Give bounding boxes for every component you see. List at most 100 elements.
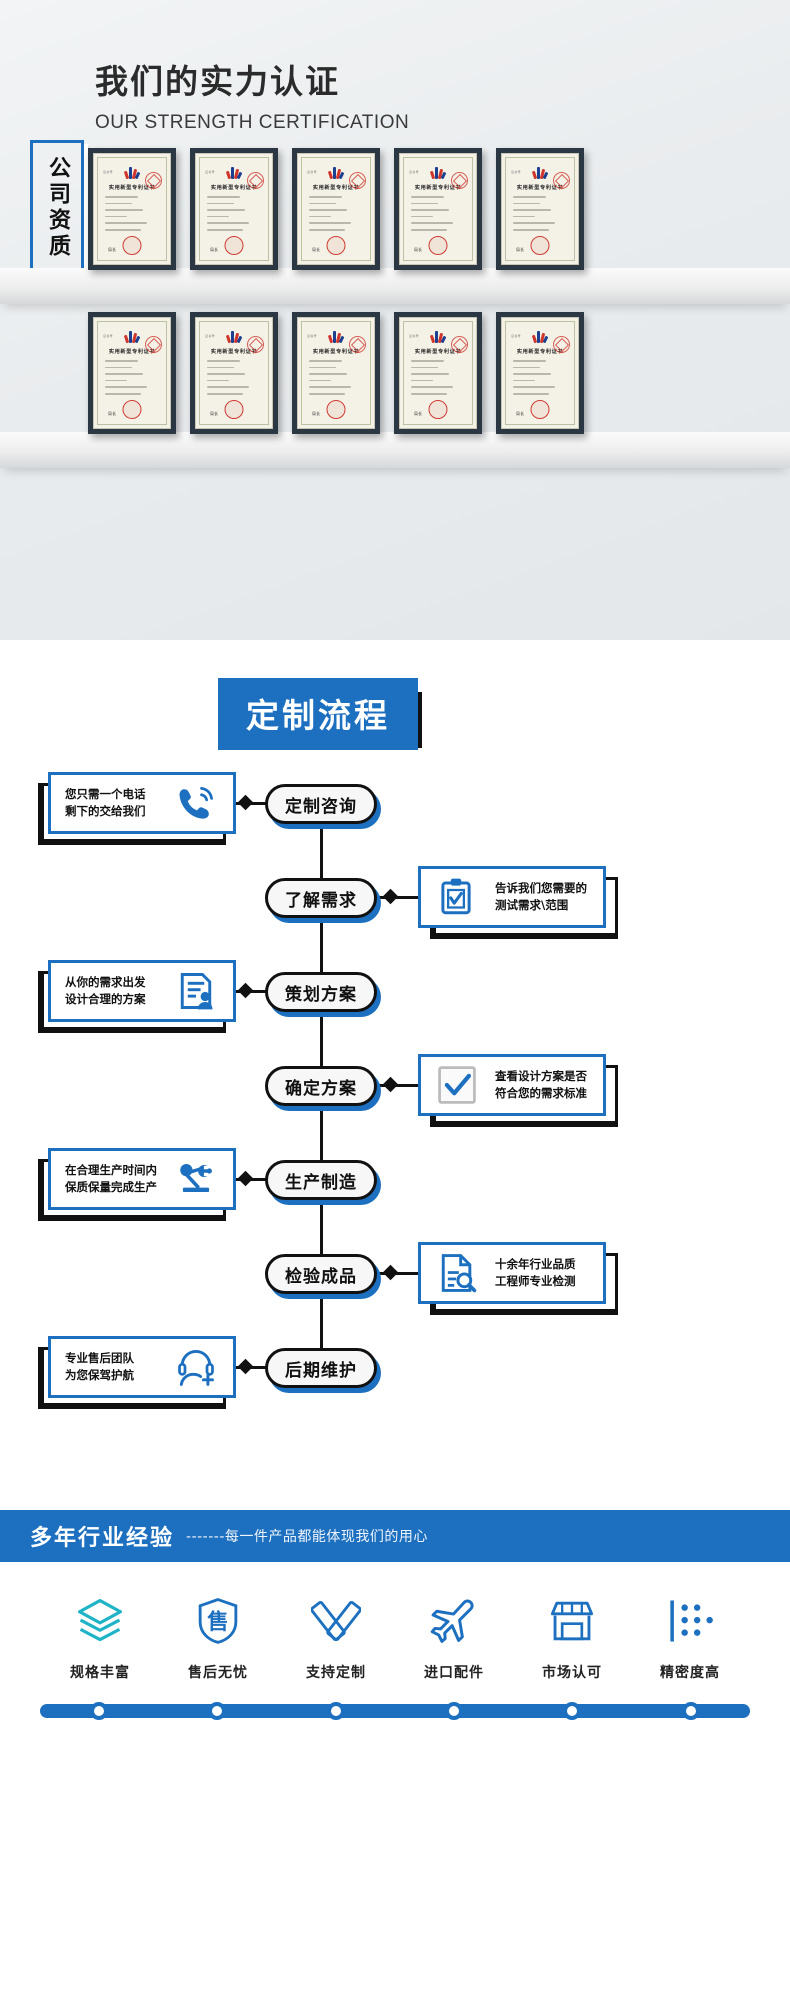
vertical-label-badge: 公司资质	[30, 140, 84, 275]
certificate-signature: 局长	[414, 247, 422, 252]
feature-label-4: 进口配件	[424, 1665, 484, 1681]
certificate-text-lines	[513, 360, 567, 400]
certificate-corner-text: 证书号	[205, 170, 215, 174]
certificate-logo-icon	[531, 165, 549, 180]
certificate-mat: 证书号实用新型专利证书局长	[501, 317, 579, 429]
flow-card-1[interactable]: 您只需一个电话 剩下的交给我们	[48, 772, 236, 834]
flow-card-5[interactable]: 在合理生产时间内 保质保量完成生产	[48, 1148, 236, 1210]
certificate-stamp-icon	[428, 236, 448, 255]
feature-item-5[interactable]: 市场认可	[524, 1590, 620, 1682]
certificate-frame: 证书号实用新型专利证书局长	[190, 148, 278, 270]
flow-card-text-4: 查看设计方案是否 符合您的需求标准	[495, 1069, 587, 1100]
flow-node-7[interactable]: 后期维护	[265, 1348, 377, 1388]
certificate-text-lines	[105, 360, 159, 400]
certificate-caption: 实用新型专利证书	[516, 185, 564, 191]
flow-node-4[interactable]: 确定方案	[265, 1066, 377, 1106]
certificate-frame: 证书号实用新型专利证书局长	[292, 148, 380, 270]
certificate-logo-icon	[327, 165, 345, 180]
feature-item-2[interactable]: 售售后无忧	[170, 1590, 266, 1682]
certificate-corner-text: 证书号	[103, 334, 113, 338]
experience-band: 多年行业经验 -------每一件产品都能体现我们的用心	[0, 1510, 790, 1562]
flow-title: 定制流程	[218, 678, 418, 750]
certificate-mat: 证书号实用新型专利证书局长	[93, 153, 171, 265]
certification-section: 我们的实力认证 OUR STRENGTH CERTIFICATION 公司资质 …	[0, 0, 790, 640]
track-dot-1	[90, 1702, 109, 1720]
page-subtitle-en: OUR STRENGTH CERTIFICATION	[95, 112, 410, 133]
certificate-mat: 证书号实用新型专利证书局长	[501, 153, 579, 265]
track-dot-5	[563, 1702, 582, 1720]
flow-card-2[interactable]: 告诉我们您需要的 测试需求\范围	[418, 866, 606, 928]
certificate-stamp-icon	[122, 400, 142, 419]
certificate-corner-text: 证书号	[409, 334, 419, 338]
phone-ring-icon	[173, 781, 221, 825]
flow-connector-2	[377, 896, 419, 899]
certificate-seal-icon	[553, 336, 570, 353]
certificate-frame: 证书号实用新型专利证书局长	[496, 312, 584, 434]
feature-item-1[interactable]: 规格丰富	[52, 1590, 148, 1682]
certificate-mat: 证书号实用新型专利证书局长	[93, 317, 171, 429]
flow-card-7[interactable]: 专业售后团队 为您保驾护航	[48, 1336, 236, 1398]
certificate-caption: 实用新型专利证书	[414, 185, 462, 191]
certificate-frame: 证书号实用新型专利证书局长	[496, 148, 584, 270]
certificate-seal-icon	[553, 172, 570, 189]
progress-track	[40, 1702, 750, 1720]
feature-item-6[interactable]: 精密度高	[642, 1590, 738, 1682]
feature-row: 规格丰富售售后无忧支持定制进口配件 市场认可精密度高	[0, 1562, 790, 1682]
certificate-caption: 实用新型专利证书	[516, 349, 564, 355]
certificate-signature: 局长	[108, 247, 116, 252]
process-flow-section: 定制流程 定制咨询您只需一个电话 剩下的交给我们了解需求 告诉我们您需要的 测试需…	[0, 640, 790, 1510]
flow-card-text-6: 十余年行业品质 工程师专业检测	[495, 1257, 576, 1288]
certificate-mat: 证书号实用新型专利证书局长	[297, 153, 375, 265]
flow-node-1[interactable]: 定制咨询	[265, 784, 377, 824]
certificate-row-1: 证书号实用新型专利证书局长证书号实用新型专利证书局长证书号实用新型专利证书局长证…	[88, 148, 584, 270]
band-subtitle: -------每一件产品都能体现我们的用心	[186, 1529, 428, 1545]
flow-card-text-2: 告诉我们您需要的 测试需求\范围	[495, 881, 587, 912]
robot-arm-icon	[173, 1157, 221, 1201]
certificate-logo-icon	[123, 165, 141, 180]
flow-connector-4	[377, 1084, 419, 1087]
track-dot-3	[326, 1702, 345, 1720]
certificate-frame: 证书号实用新型专利证书局长	[88, 148, 176, 270]
certificate-text-lines	[309, 196, 363, 236]
certificate-logo-icon	[429, 165, 447, 180]
certificate-corner-text: 证书号	[511, 334, 521, 338]
certificate-mat: 证书号实用新型专利证书局长	[399, 317, 477, 429]
feature-item-3[interactable]: 支持定制	[288, 1590, 384, 1682]
feature-item-4[interactable]: 进口配件	[406, 1590, 502, 1682]
certificate-frame: 证书号实用新型专利证书局长	[394, 312, 482, 434]
certificate-stamp-icon	[326, 400, 346, 419]
flow-card-6[interactable]: 十余年行业品质 工程师专业检测	[418, 1242, 606, 1304]
certificate-caption: 实用新型专利证书	[108, 349, 156, 355]
flow-card-4[interactable]: 查看设计方案是否 符合您的需求标准	[418, 1054, 606, 1116]
feature-label-2: 售后无忧	[188, 1665, 248, 1681]
certificate-logo-icon	[531, 329, 549, 344]
flow-connector-diamond-6	[382, 1264, 399, 1281]
flow-card-text-3: 从你的需求出发 设计合理的方案	[65, 975, 146, 1006]
certificate-stamp-icon	[326, 236, 346, 255]
certificate-seal-icon	[451, 172, 468, 189]
flow-connector-diamond-1	[237, 794, 254, 811]
flow-node-3[interactable]: 策划方案	[265, 972, 377, 1012]
flow-card-text-5: 在合理生产时间内 保质保量完成生产	[65, 1163, 157, 1194]
precision-dots-icon	[642, 1590, 738, 1652]
certificate-caption: 实用新型专利证书	[312, 185, 360, 191]
flow-node-6[interactable]: 检验成品	[265, 1254, 377, 1294]
certificate-signature: 局长	[210, 411, 218, 416]
certificate-frame: 证书号实用新型专利证书局长	[190, 312, 278, 434]
vertical-label-text: 公司资质	[45, 155, 70, 260]
certificate-seal-icon	[247, 172, 264, 189]
flow-card-3[interactable]: 从你的需求出发 设计合理的方案	[48, 960, 236, 1022]
certificate-stamp-icon	[224, 236, 244, 255]
flow-title-wrap: 定制流程	[0, 640, 790, 760]
certificate-mat: 证书号实用新型专利证书局长	[297, 317, 375, 429]
flow-connector-diamond-4	[382, 1076, 399, 1093]
flow-connector-6	[377, 1272, 419, 1275]
certificate-text-lines	[513, 196, 567, 236]
certificate-corner-text: 证书号	[409, 170, 419, 174]
flow-node-5[interactable]: 生产制造	[265, 1160, 377, 1200]
certificate-signature: 局长	[108, 411, 116, 416]
certificate-signature: 局长	[516, 411, 524, 416]
flow-body: 定制咨询您只需一个电话 剩下的交给我们了解需求 告诉我们您需要的 测试需求\范围策…	[0, 760, 790, 1480]
flow-node-2[interactable]: 了解需求	[265, 878, 377, 918]
airplane-icon	[406, 1590, 502, 1652]
